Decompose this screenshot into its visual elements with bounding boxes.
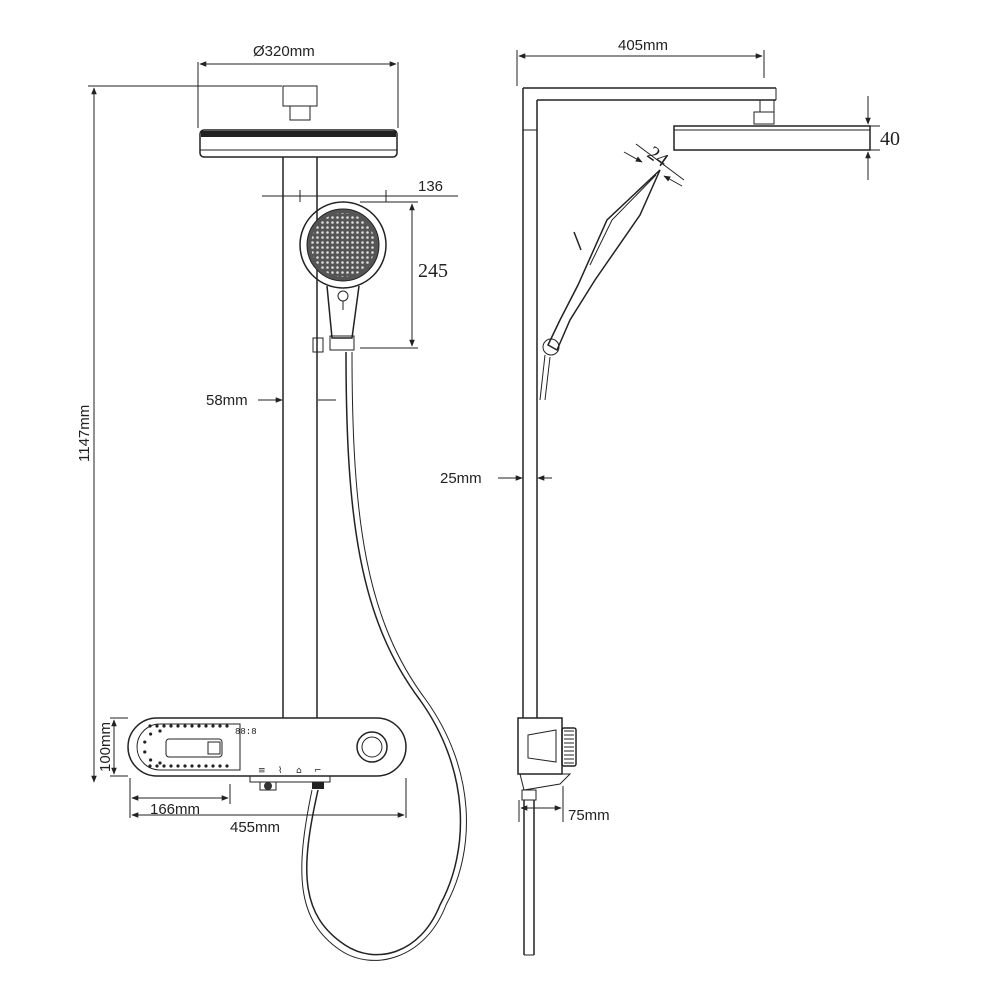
panel-perforation — [197, 764, 201, 768]
shower-hose — [301, 351, 467, 961]
panel-perforation — [197, 724, 201, 728]
panel-perforation — [225, 764, 229, 768]
side-view: 405mm 40 24 25mm 75mm — [440, 37, 900, 956]
panel-perforation — [162, 764, 166, 768]
panel-perforation — [204, 764, 208, 768]
panel-perforation — [148, 764, 152, 768]
panel-perforation — [218, 764, 222, 768]
panel-perforation — [155, 764, 159, 768]
shower-mode-icon: ≡ — [258, 766, 266, 776]
head-thickness-label: 40 — [880, 128, 900, 150]
side-mixer-valve — [517, 717, 577, 956]
panel-perforation — [211, 724, 215, 728]
panel-perforation — [169, 724, 173, 728]
panel-perforation — [158, 761, 162, 765]
spout-mode-icon: ⌐ — [314, 766, 322, 776]
panel-perforation — [155, 724, 159, 728]
panel-perforation — [158, 729, 162, 733]
panel-perforation — [204, 724, 208, 728]
handset-height-label: 245 — [418, 260, 448, 282]
total-height-label: 1147mm — [76, 405, 93, 462]
panel-perforation — [143, 740, 147, 744]
panel-perforation — [211, 764, 215, 768]
overhead-shower-head — [199, 85, 398, 158]
panel-perforation — [148, 724, 152, 728]
panel-perforation — [148, 732, 153, 736]
panel-perforation — [225, 724, 229, 728]
side-hand-shower — [539, 169, 661, 401]
thermostatic-control-panel: 88:8 ≡ ⌇ ⌂ ⌐ — [127, 717, 407, 791]
side-riser-rail — [522, 87, 777, 718]
panel-perforation — [176, 764, 180, 768]
arm-length-label: 405mm — [618, 37, 668, 54]
rail-width-front-label: 58mm — [206, 392, 248, 409]
hand-shower — [299, 201, 387, 353]
panel-perforation — [183, 764, 187, 768]
handset-angle-label: 24 — [643, 142, 672, 171]
front-view: 88:8 ≡ ⌇ ⌂ ⌐ Ø320mm — [76, 43, 467, 961]
panel-perforation — [190, 724, 194, 728]
side-overhead-head — [673, 125, 871, 151]
handset-width-label: 136 — [418, 178, 443, 195]
panel-depth-label: 75mm — [568, 807, 610, 824]
panel-perforation — [162, 724, 166, 728]
rail-width-side-label: 25mm — [440, 470, 482, 487]
panel-perforation — [190, 764, 194, 768]
panel-perforation — [183, 724, 187, 728]
panel-perforation — [148, 758, 153, 762]
panel-perforation — [176, 724, 180, 728]
front-dimensions: Ø320mm 136 245 58mm 1147mm 100mm — [76, 43, 458, 836]
overhead-mode-icon: ⌂ — [296, 766, 302, 776]
side-dimensions: 405mm 40 24 25mm 75mm — [440, 37, 900, 824]
panel-display: 88:8 — [235, 727, 257, 737]
head-diameter-label: Ø320mm — [253, 43, 315, 60]
panel-width-label: 455mm — [230, 819, 280, 836]
panel-height-label: 100mm — [97, 722, 114, 772]
panel-perforation — [218, 724, 222, 728]
panel-perforation — [143, 750, 147, 754]
handshower-mode-icon: ⌇ — [278, 765, 282, 776]
panel-perforation — [169, 764, 173, 768]
